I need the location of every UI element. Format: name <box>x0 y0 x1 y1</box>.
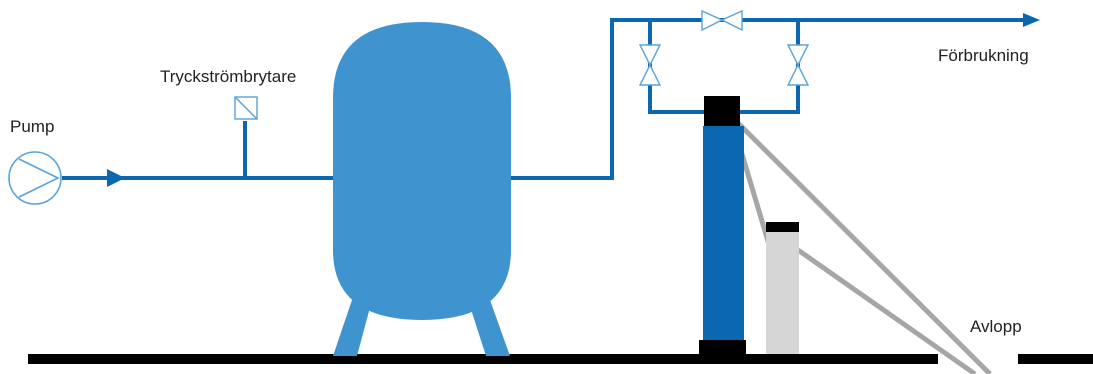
floor-line <box>28 354 938 364</box>
filter-column <box>703 126 744 344</box>
flow-arrow-icon <box>107 169 125 187</box>
pump-symbol-icon <box>8 151 62 205</box>
floor-line-right <box>1018 354 1093 364</box>
pressure-switch-label: Tryckströmbrytare <box>160 67 297 86</box>
brine-tank <box>766 232 799 354</box>
filter-head <box>704 96 740 126</box>
filter-base <box>699 340 746 356</box>
pressure-tank <box>333 22 511 356</box>
consumption-label: Förbrukning <box>938 46 1029 65</box>
brine-tank-lid <box>766 222 799 232</box>
gate-valve-icon <box>638 44 662 86</box>
pump-label: Pump <box>10 117 55 136</box>
gate-valve-icon <box>786 44 810 86</box>
pressure-switch-icon <box>234 96 258 120</box>
outlet-pipe <box>511 18 1025 180</box>
gate-valve-icon <box>701 9 743 32</box>
consumption-arrow-icon <box>1023 13 1040 27</box>
drain-label: Avlopp <box>970 317 1022 336</box>
